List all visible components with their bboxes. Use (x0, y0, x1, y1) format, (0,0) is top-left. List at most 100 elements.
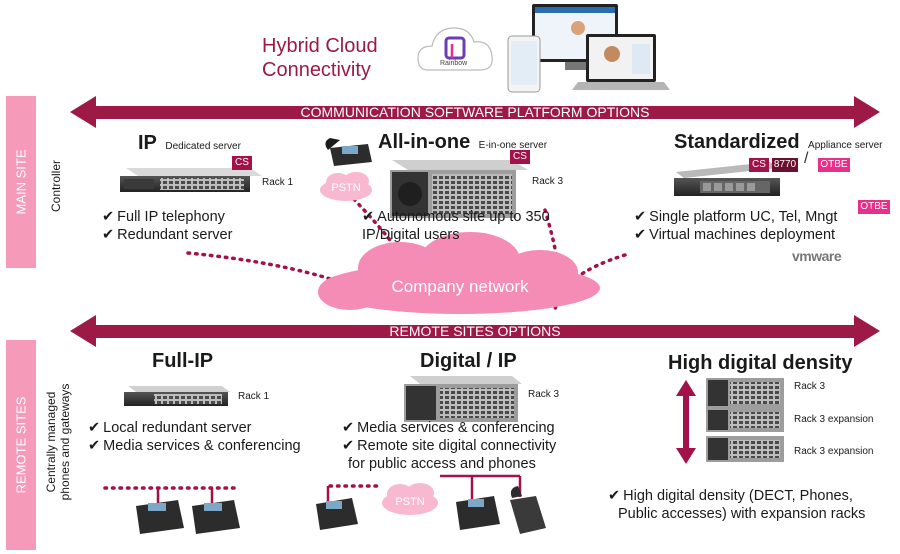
vmware-logo: vmware (792, 248, 842, 264)
centrally-managed-line1: Centrally managed (44, 391, 58, 493)
remote-digital-server (404, 376, 522, 422)
allinone-bullet-1-cont: IP/Digital users (362, 227, 460, 243)
digitalip-rack-label: Rack 3 (528, 389, 560, 400)
rainbow-cloud-icon (417, 27, 493, 71)
highdensity-bullet-1: ✔High digital density (DECT, Phones, (608, 487, 865, 505)
high-density-racks (706, 378, 784, 462)
highdensity-bullet-1-cont: Public accesses) with expansion racks (618, 506, 866, 522)
main-site-sidebar: MAIN SITE (6, 96, 36, 268)
desk-phone-main (325, 138, 372, 166)
ip-heading: IP Dedicated server (138, 132, 241, 155)
ip-bullet-1-text: Full IP telephony (117, 209, 225, 225)
standardized-otbe-tag: OTBE (818, 158, 850, 172)
check-icon: ✔ (102, 209, 115, 225)
centrally-managed-line2: phones and gateways (58, 383, 72, 501)
check-icon: ✔ (634, 209, 647, 225)
allinone-bullet-1: ✔Autonomous site up to 350 (362, 208, 550, 226)
allinone-heading: All-in-one E-in-one server (378, 131, 547, 154)
allinone-bullets: ✔Autonomous site up to 350 IP/Digital us… (362, 208, 550, 244)
main-site-label: MAIN SITE (13, 149, 29, 215)
highdensity-rack-2: Rack 3 expansion (794, 414, 874, 425)
fullip-bullet-1-text: Local redundant server (103, 420, 252, 436)
digitalip-bullet-1: ✔Media services & conferencing (342, 419, 556, 437)
hybrid-cloud-line2: Connectivity (262, 59, 371, 81)
remote-sites-sidebar: REMOTE SITES (6, 340, 36, 550)
middle-bar-label: REMOTE SITES OPTIONS (389, 323, 561, 339)
digitalip-title: Digital / IP (420, 350, 517, 372)
pstn-cloud-remote (382, 483, 438, 515)
check-icon: ✔ (362, 209, 375, 225)
check-icon: ✔ (88, 420, 101, 436)
standardized-bullet-1: ✔Single platform UC, Tel, Mngt (634, 208, 837, 226)
digitalip-bullet-2-text: Remote site digital connectivity (357, 438, 557, 454)
standardized-heading: Standardized Appliance server (674, 131, 883, 154)
ip-rack-label: Rack 1 (262, 177, 294, 188)
highdensity-bullet-1-text: High digital density (DECT, Phones, (623, 488, 853, 504)
slash-separator: / (804, 150, 809, 167)
check-icon: ✔ (102, 227, 115, 243)
fullip-bullet-2: ✔Media services & conferencing (88, 437, 301, 455)
standardized-cs-tag: CS (749, 158, 769, 172)
devices-illustration (507, 4, 670, 93)
allinone-bullet-1-text: Autonomous site up to 350 (377, 209, 550, 225)
allinone-cs-tag: CS (510, 150, 530, 164)
rainbow-label: Rainbow (440, 60, 468, 67)
ip-cs-tag: CS (232, 156, 252, 170)
standardized-otbe-tag-2: OTBE (858, 200, 890, 214)
remote-fullip-server (124, 386, 230, 406)
remote-lan-lines (156, 474, 522, 505)
pstn-main-label: PSTN (331, 182, 361, 194)
standardized-title: Standardized (674, 131, 800, 153)
ip-dedicated-server (120, 168, 262, 192)
allinone-server (390, 160, 528, 218)
check-icon: ✔ (342, 438, 355, 454)
hybrid-cloud-line1: Hybrid Cloud (262, 35, 378, 57)
digitalip-bullets: ✔Media services & conferencing ✔Remote s… (342, 419, 556, 473)
standardized-8770-tag: 8770 (772, 158, 798, 172)
highdensity-bullets: ✔High digital density (DECT, Phones, Pub… (608, 487, 865, 523)
remote-sites-label: REMOTE SITES (13, 396, 29, 494)
top-double-arrow (70, 96, 880, 128)
fullip-rack-label: Rack 1 (238, 391, 270, 402)
top-bar-label: COMMUNICATION SOFTWARE PLATFORM OPTIONS (300, 104, 650, 120)
ip-bullet-2-text: Redundant server (117, 227, 233, 243)
allinone-subtitle: E-in-one server (478, 140, 548, 151)
check-icon: ✔ (342, 420, 355, 436)
centrally-managed-label: Centrally managed phones and gateways (44, 384, 72, 501)
standardized-bullets: ✔Single platform UC, Tel, Mngt ✔Virtual … (634, 208, 837, 244)
vertical-double-arrow (676, 380, 696, 464)
digitalip-bullet-2-cont: for public access and phones (348, 456, 536, 472)
ip-bullet-1: ✔Full IP telephony (102, 208, 232, 226)
hybrid-cloud-title: Hybrid Cloud Connectivity (262, 34, 378, 82)
ip-bullets: ✔Full IP telephony ✔Redundant server (102, 208, 232, 244)
check-icon: ✔ (634, 227, 647, 243)
company-network-label: Company network (391, 277, 529, 296)
ip-bullet-2: ✔Redundant server (102, 226, 232, 244)
allinone-title: All-in-one (378, 131, 471, 153)
company-network-cloud (318, 232, 600, 314)
standardized-bullet-2-text: Virtual machines deployment (649, 227, 836, 243)
fullip-bullet-1: ✔Local redundant server (88, 419, 301, 437)
fullip-bullet-2-text: Media services & conferencing (103, 438, 301, 454)
allinone-rack-label: Rack 3 (532, 176, 564, 187)
standardized-bullet-1-text: Single platform UC, Tel, Mngt (649, 209, 838, 225)
middle-double-arrow (70, 315, 880, 347)
highdensity-rack-1: Rack 3 (794, 381, 826, 392)
fullip-title: Full-IP (152, 350, 214, 372)
controller-label: Controller (49, 159, 63, 213)
standardized-bullet-2: ✔Virtual machines deployment (634, 226, 837, 244)
digitalip-bullet-2: ✔Remote site digital connectivity (342, 437, 556, 455)
remote-phones (136, 486, 546, 534)
highdensity-title: High digital density (668, 352, 853, 374)
pstn-cloud-main (320, 172, 372, 201)
ip-title: IP (138, 132, 157, 154)
standardized-subtitle: Appliance server (808, 140, 883, 151)
highdensity-rack-3: Rack 3 expansion (794, 446, 874, 457)
check-icon: ✔ (88, 438, 101, 454)
ip-subtitle: Dedicated server (165, 141, 241, 152)
check-icon: ✔ (608, 488, 621, 504)
fullip-bullets: ✔Local redundant server ✔Media services … (88, 419, 301, 455)
digitalip-bullet-1-text: Media services & conferencing (357, 420, 555, 436)
